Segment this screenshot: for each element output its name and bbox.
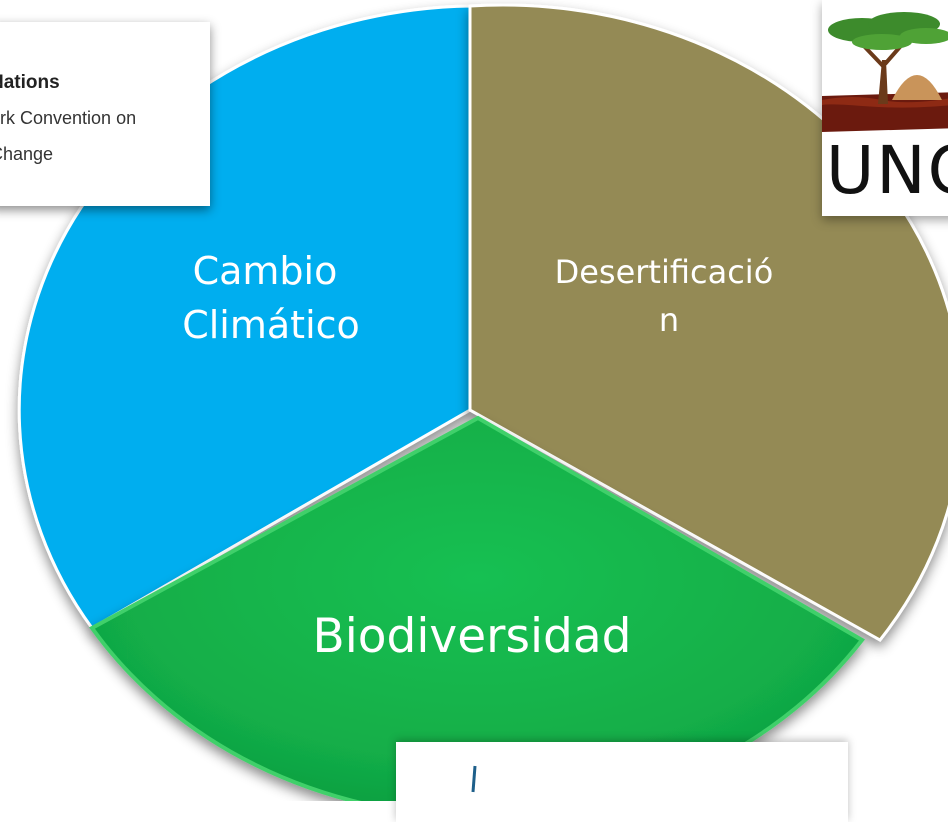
label-biodiversidad: Biodiversidad — [312, 609, 631, 664]
segment-biodiversidad — [89, 415, 865, 801]
acacia-tree-icon — [822, 0, 948, 140]
cbd-logo — [396, 742, 848, 822]
unfccc-logo-line2: ork Convention on — [0, 108, 137, 128]
unfccc-logo: Nations ork Convention on Change — [0, 22, 210, 206]
unccd-wordmark: UNC — [826, 132, 948, 209]
label-desert-line2: n — [659, 301, 679, 339]
label-cambio-line1: Cambio — [193, 249, 338, 293]
label-cambio-line2: Climático — [182, 303, 360, 347]
unfccc-logo-line3: Change — [0, 144, 54, 164]
cbd-leaf-icon — [471, 765, 477, 793]
unfccc-logo-line1: Nations — [0, 72, 60, 93]
label-desertificacion: Desertificació n — [555, 253, 784, 339]
unccd-logo: UNC — [822, 0, 948, 216]
label-desert-line1: Desertificació — [555, 253, 774, 291]
label-cambio-climatico: Cambio Climático — [182, 249, 360, 347]
